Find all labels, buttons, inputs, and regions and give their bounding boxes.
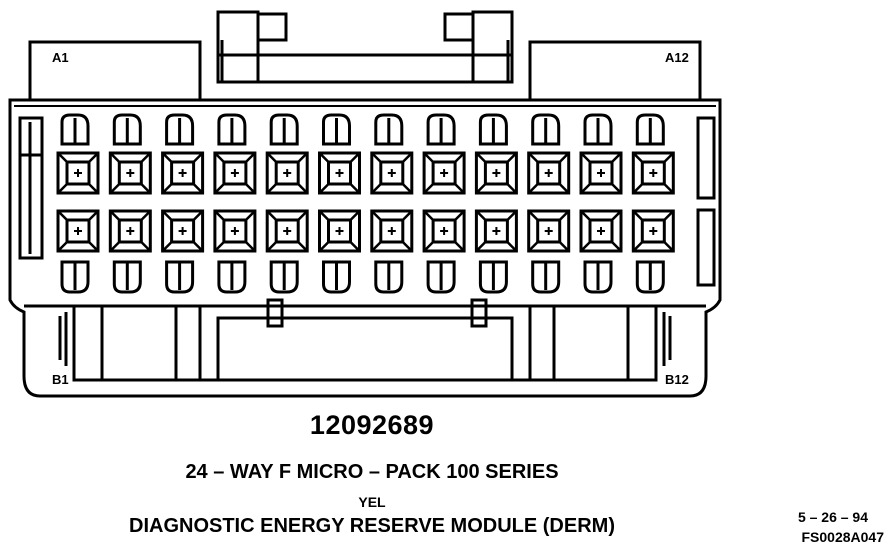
terminal-row-a xyxy=(108,151,152,195)
cavity-row-b xyxy=(165,260,195,294)
cavity-row-a xyxy=(635,113,665,146)
terminal-row-b xyxy=(161,209,205,253)
cavity-row-b xyxy=(531,260,561,294)
top-latch-left xyxy=(216,10,288,84)
cavity-row-a xyxy=(60,113,90,146)
terminal-row-b xyxy=(56,209,100,253)
cavity-row-a xyxy=(531,113,561,146)
cavity-row-a xyxy=(322,113,351,146)
cavity-row-a xyxy=(165,113,195,146)
cavity-row-b xyxy=(583,260,613,294)
terminal-row-a xyxy=(370,151,414,195)
lower-skirt xyxy=(24,298,706,382)
top-latch-right xyxy=(443,10,514,84)
terminal-row-a xyxy=(579,151,623,195)
pin-label-a12: A12 xyxy=(665,50,689,65)
terminal-row-b xyxy=(527,209,571,253)
cavity-row-a xyxy=(583,113,613,146)
cavity-row-b xyxy=(374,260,404,294)
pin-label-a1: A1 xyxy=(52,50,69,65)
terminal-row-a xyxy=(422,151,466,195)
cavity-row-b xyxy=(217,260,247,294)
terminal-row-a xyxy=(318,151,361,195)
cavity-row-a xyxy=(217,113,247,146)
cavity-row-b xyxy=(426,260,456,294)
terminal-row-a xyxy=(631,151,675,195)
cavity-grid xyxy=(56,113,675,294)
cavity-row-b xyxy=(478,260,508,294)
cavity-row-b xyxy=(322,260,351,294)
connector-title: 24 – WAY F MICRO – PACK 100 SERIES xyxy=(185,461,559,483)
terminal-row-a xyxy=(56,151,100,195)
cavity-row-a xyxy=(112,113,142,146)
left-shoulder xyxy=(28,40,202,100)
pin-label-b1: B1 xyxy=(52,372,69,387)
cavity-row-a xyxy=(426,113,456,146)
terminal-row-b xyxy=(579,209,623,253)
pin-label-b12: B12 xyxy=(665,372,689,387)
reference-code: FS0028A047 xyxy=(801,529,884,545)
cavity-row-a xyxy=(374,113,404,146)
right-side-keys xyxy=(696,116,716,287)
cavity-row-b xyxy=(269,260,299,294)
terminal-row-b xyxy=(370,209,414,253)
terminal-row-b xyxy=(265,209,309,253)
cavity-row-a xyxy=(478,113,508,146)
reference-date: 5 – 26 – 94 xyxy=(797,509,868,525)
terminal-row-b xyxy=(422,209,466,253)
cavity-row-b xyxy=(60,260,90,294)
terminal-row-a xyxy=(474,151,518,195)
terminal-row-a xyxy=(213,151,257,195)
terminal-row-b xyxy=(318,209,361,253)
cavity-row-b xyxy=(635,260,665,294)
left-side-key xyxy=(18,116,44,260)
cavity-row-a xyxy=(269,113,299,146)
wire-color: YEL xyxy=(358,494,386,510)
module-name: DIAGNOSTIC ENERGY RESERVE MODULE (DERM) xyxy=(129,515,615,537)
terminal-row-b xyxy=(108,209,152,253)
terminal-row-b xyxy=(474,209,518,253)
terminal-row-b xyxy=(213,209,257,253)
terminal-row-a xyxy=(527,151,571,195)
cavity-row-b xyxy=(112,260,142,294)
right-shoulder xyxy=(528,40,702,100)
connector-body xyxy=(8,98,722,398)
top-bridge xyxy=(216,53,514,84)
terminal-row-a xyxy=(161,151,205,195)
part-number: 12092689 xyxy=(309,410,435,440)
terminal-row-a xyxy=(265,151,309,195)
terminal-row-b xyxy=(631,209,675,253)
